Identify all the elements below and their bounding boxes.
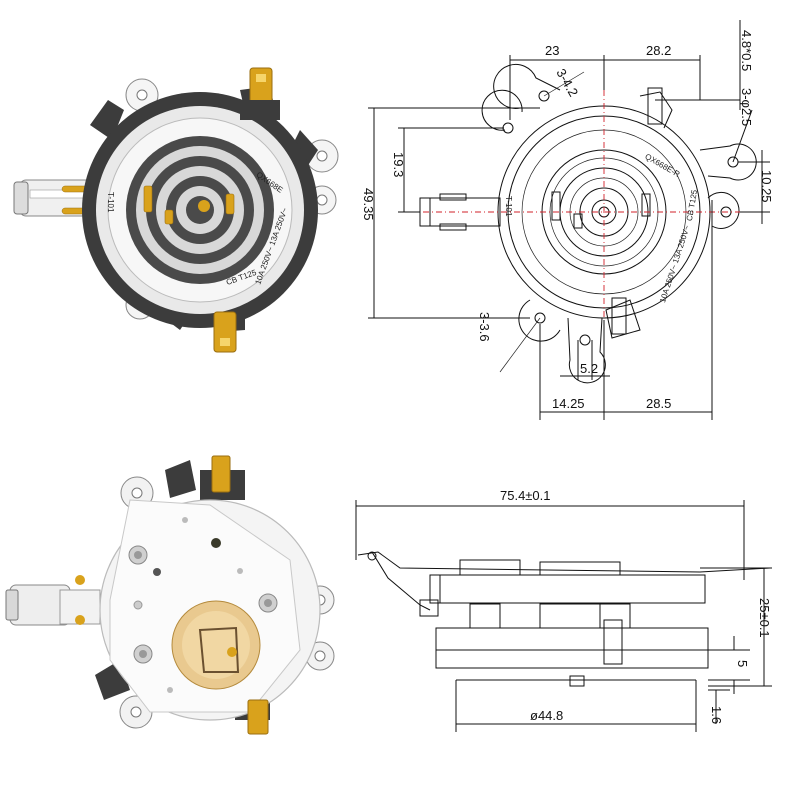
dim-3-phi2-5: 3-φ2.5: [739, 88, 754, 126]
dim-23: 23: [545, 43, 559, 58]
bottom-view-photo: [5, 455, 335, 735]
dim-75-4: 75.4±0.1: [500, 488, 551, 503]
drawing-marking-t: T-101: [504, 196, 513, 217]
drawing-marking-cert: CB T125: [685, 189, 699, 222]
bimetal-disc: [171, 600, 261, 690]
drawing-marking-model: QX668E-R: [643, 152, 681, 179]
dim-28-5: 28.5: [646, 396, 671, 411]
drawing-marking-rating: 10A 250V~ 13A 250V~: [658, 224, 692, 304]
center-pin-icon: [198, 200, 210, 212]
side-view-drawing: 75.4±0.1 25±0.1 5 1.6: [355, 488, 772, 732]
dim-5-2: 5.2: [580, 361, 598, 376]
dim-3-3-6: 3-3.6: [477, 312, 492, 342]
brass-contacts: [143, 185, 235, 225]
terminal-bottom: [213, 311, 237, 353]
dim-28-2: 28.2: [646, 43, 671, 58]
dim-14-25: 14.25: [552, 396, 585, 411]
dim-44-8: ø44.8: [530, 708, 563, 723]
rivets: [128, 517, 278, 693]
dim-19-3: 19.3: [391, 152, 406, 177]
terminal-top: [240, 67, 280, 120]
photo-marking-t: T-101: [106, 192, 115, 213]
dim-3-4-2: 3-4.2: [553, 66, 581, 99]
dim-10-25: 10.25: [759, 170, 774, 203]
dim-25: 25±0.1: [757, 598, 772, 638]
top-view-drawing: QX668E-R 10A 250V~ 13A 250V~ CB T125 T-1…: [361, 20, 774, 420]
bottom-terminals: [211, 455, 269, 735]
dim-49-35: 49.35: [361, 188, 376, 221]
top-view-photo: QX668E 10A 250V~ 13A 250V~ CB T125 T-101: [13, 67, 339, 353]
dim-1-6: 1.6: [709, 706, 724, 724]
bottom-side-bracket: [5, 575, 101, 626]
dim-4-8x0-5: 4.8*0.5: [739, 30, 754, 71]
dim-5: 5: [735, 660, 750, 667]
